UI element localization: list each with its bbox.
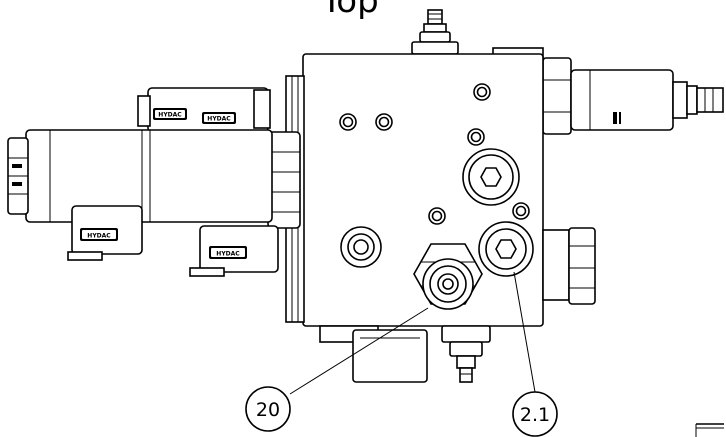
coil-tag-2-label: HYDAC [207,116,231,123]
callout-2-1: 2.1 [512,391,558,437]
callout-20: 20 [245,386,291,432]
coil-tag-2: HYDAC [202,112,236,124]
port-plug [340,226,382,268]
mounting-holes [339,83,530,225]
top-test-port-fitting [411,9,459,55]
valve-item-2-1 [478,221,534,277]
callout-20-leader [289,307,429,395]
callout-2-1-label: 2.1 [520,404,550,426]
view-title: Top [320,0,378,21]
hex-socket-plug [462,148,520,206]
coil-tag-4-label: HYDAC [216,251,240,258]
coil-tag-1: HYDAC [153,108,187,120]
right-lower-connector [542,227,596,305]
coil-tag-3-label: HYDAC [87,233,111,240]
bottom-fitting [441,325,491,383]
coil-tag-3: HYDAC [80,228,118,241]
right-cartridge-valve [492,47,724,135]
coil-tag-1-label: HYDAC [158,112,182,119]
manifold-block [302,53,544,383]
callout-20-label: 20 [256,399,280,421]
corner-mark [695,423,724,437]
callout-2-1-leader [513,271,536,393]
coil-tag-4: HYDAC [209,246,247,259]
fitting-item-20 [413,243,483,310]
